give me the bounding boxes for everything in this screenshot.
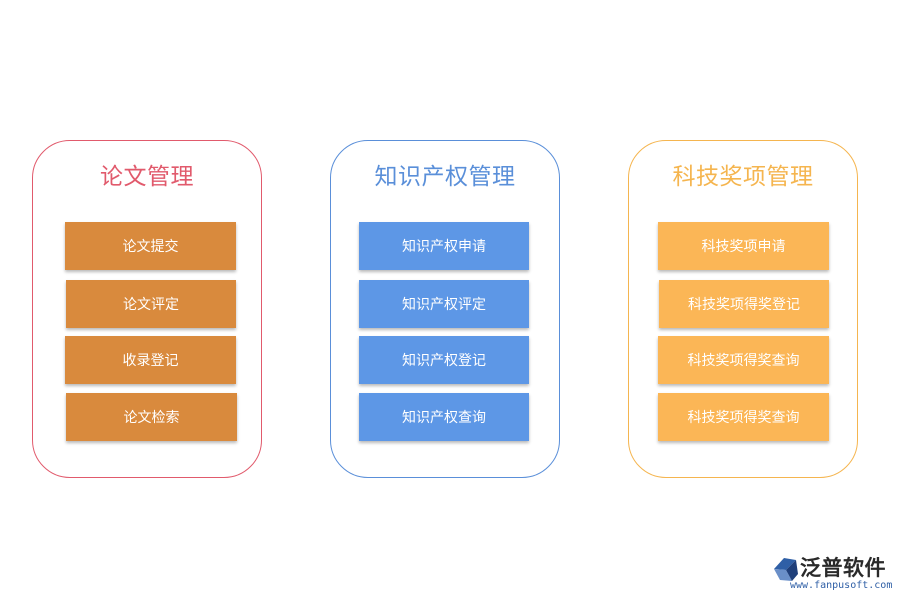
award-apply-box: 科技奖项申请 (658, 222, 829, 270)
paper-evaluate-box: 论文评定 (66, 280, 236, 328)
award-query-box-2: 科技奖项得奖查询 (658, 393, 829, 441)
ip-register-box: 知识产权登记 (359, 336, 529, 384)
panel-title: 知识产权管理 (374, 164, 516, 190)
logo-mark-icon (774, 558, 798, 581)
company-logo: 泛普软件 www.fanpusoft.com (770, 553, 895, 595)
award-register-box: 科技奖项得奖登记 (659, 280, 829, 328)
panel-title: 科技奖项管理 (672, 164, 814, 190)
logo-name: 泛普软件 (800, 556, 886, 580)
paper-search-box: 论文检索 (66, 393, 237, 441)
ip-apply-box: 知识产权申请 (359, 222, 529, 270)
ip-evaluate-box: 知识产权评定 (359, 280, 529, 328)
panel-title: 论文管理 (100, 164, 194, 190)
ip-query-box: 知识产权查询 (359, 393, 529, 441)
logo-url: www.fanpusoft.com (790, 580, 893, 591)
award-query-box: 科技奖项得奖查询 (658, 336, 829, 384)
inclusion-register-box: 收录登记 (65, 336, 236, 384)
paper-submit-box: 论文提交 (65, 222, 236, 270)
